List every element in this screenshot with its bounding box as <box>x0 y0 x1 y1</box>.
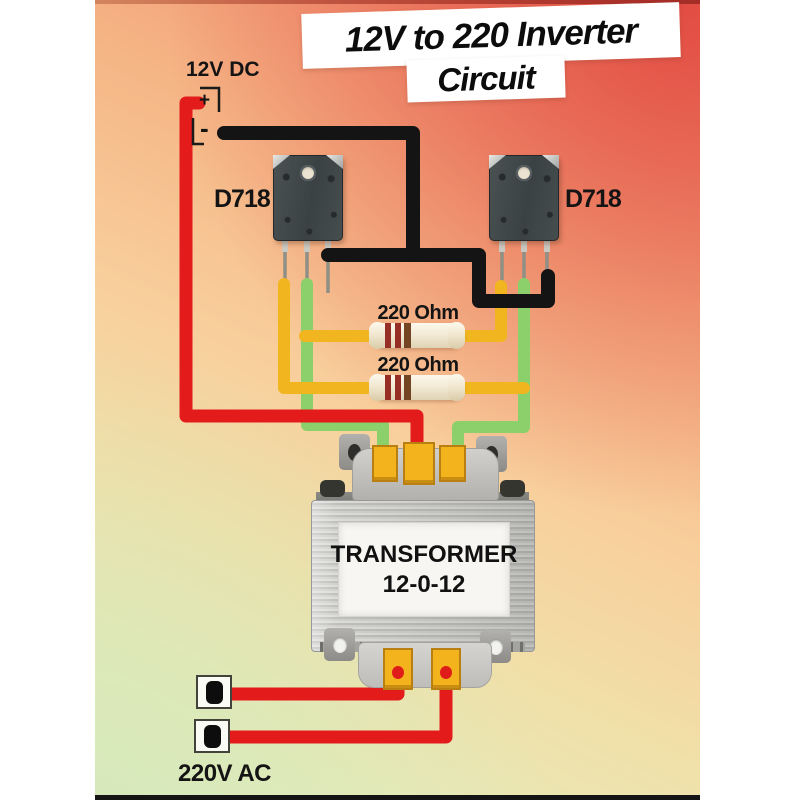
solder-dot-icon <box>392 666 404 679</box>
metal-corner-icon <box>326 155 343 169</box>
title-line1: 12V to 220 Inverter <box>344 10 638 60</box>
input-voltage-label: 12V DC <box>186 58 260 81</box>
ear-hole-icon <box>332 636 347 653</box>
resistor-end-cap <box>448 322 465 349</box>
transistor-left-d718 <box>273 155 343 241</box>
terminal-pin-icon <box>203 724 221 748</box>
minus-terminal-label: - <box>200 113 209 143</box>
transformer-name: TRANSFORMER <box>330 540 518 568</box>
primary-terminal-right <box>439 445 466 482</box>
ac-output-terminal-2 <box>194 719 230 753</box>
terminal-pin-icon <box>205 680 223 704</box>
black-wires <box>217 126 555 308</box>
black-wire-negative <box>217 126 420 259</box>
resistor-end-cap <box>369 322 386 349</box>
primary-terminal-left <box>372 445 398 482</box>
mounting-hole-icon <box>300 165 316 181</box>
green-wires <box>301 278 530 468</box>
bobbin-bottom <box>358 642 492 688</box>
green-wire-left <box>301 278 389 468</box>
terminal-brackets <box>191 86 221 146</box>
green-wire-right <box>452 278 530 468</box>
color-band <box>395 323 401 348</box>
metal-corner-icon <box>489 155 506 169</box>
output-voltage-label: 220V AC <box>178 760 272 787</box>
mounting-hole-icon <box>516 165 532 181</box>
color-band <box>404 375 411 400</box>
transformer-12-0-12: TRANSFORMER 12-0-12 <box>310 430 536 690</box>
plus-bracket <box>200 86 221 112</box>
color-band <box>385 375 391 400</box>
color-band <box>385 323 391 348</box>
red-wire-positive <box>179 96 424 472</box>
secondary-terminal-left <box>383 648 413 690</box>
yellow-wire-left <box>278 278 373 394</box>
resistor-top-label: 220 Ohm <box>377 302 459 324</box>
title-plate-line2: Circuit <box>406 55 566 103</box>
yellow-wires <box>278 278 530 394</box>
resistor-bottom-label: 220 Ohm <box>377 354 459 376</box>
resistor-bottom-220ohm <box>369 374 465 401</box>
resistor-top-220ohm <box>369 322 465 349</box>
artwork-bottom-bar <box>95 795 700 800</box>
secondary-terminal-right <box>431 648 461 690</box>
minus-bracket <box>191 118 204 146</box>
resistor-end-cap <box>448 374 465 401</box>
metal-corner-icon <box>542 155 559 169</box>
plus-terminal-label: + <box>199 90 211 111</box>
metal-corner-icon <box>273 155 290 169</box>
ac-output-terminal-1 <box>196 675 232 709</box>
transistor-right-label: D718 <box>565 185 622 213</box>
color-band <box>395 375 401 400</box>
bolt-icon <box>500 480 525 497</box>
black-wire-collector-link <box>321 248 555 308</box>
resistor-end-cap <box>369 374 386 401</box>
bolt-icon <box>320 480 345 497</box>
artwork-top-edge <box>95 0 700 4</box>
solder-dot-icon <box>440 666 452 679</box>
title-line2: Circuit <box>436 58 536 99</box>
transformer-label: TRANSFORMER 12-0-12 <box>331 522 517 617</box>
transistor-right-d718 <box>489 155 559 241</box>
transistor-left-label: D718 <box>214 185 271 213</box>
transformer-winding: 12-0-12 <box>382 570 466 598</box>
primary-terminal-center <box>403 442 435 485</box>
ear-hole-icon <box>488 638 503 655</box>
color-band <box>404 323 411 348</box>
mounting-ear-bottom-left <box>324 628 355 661</box>
